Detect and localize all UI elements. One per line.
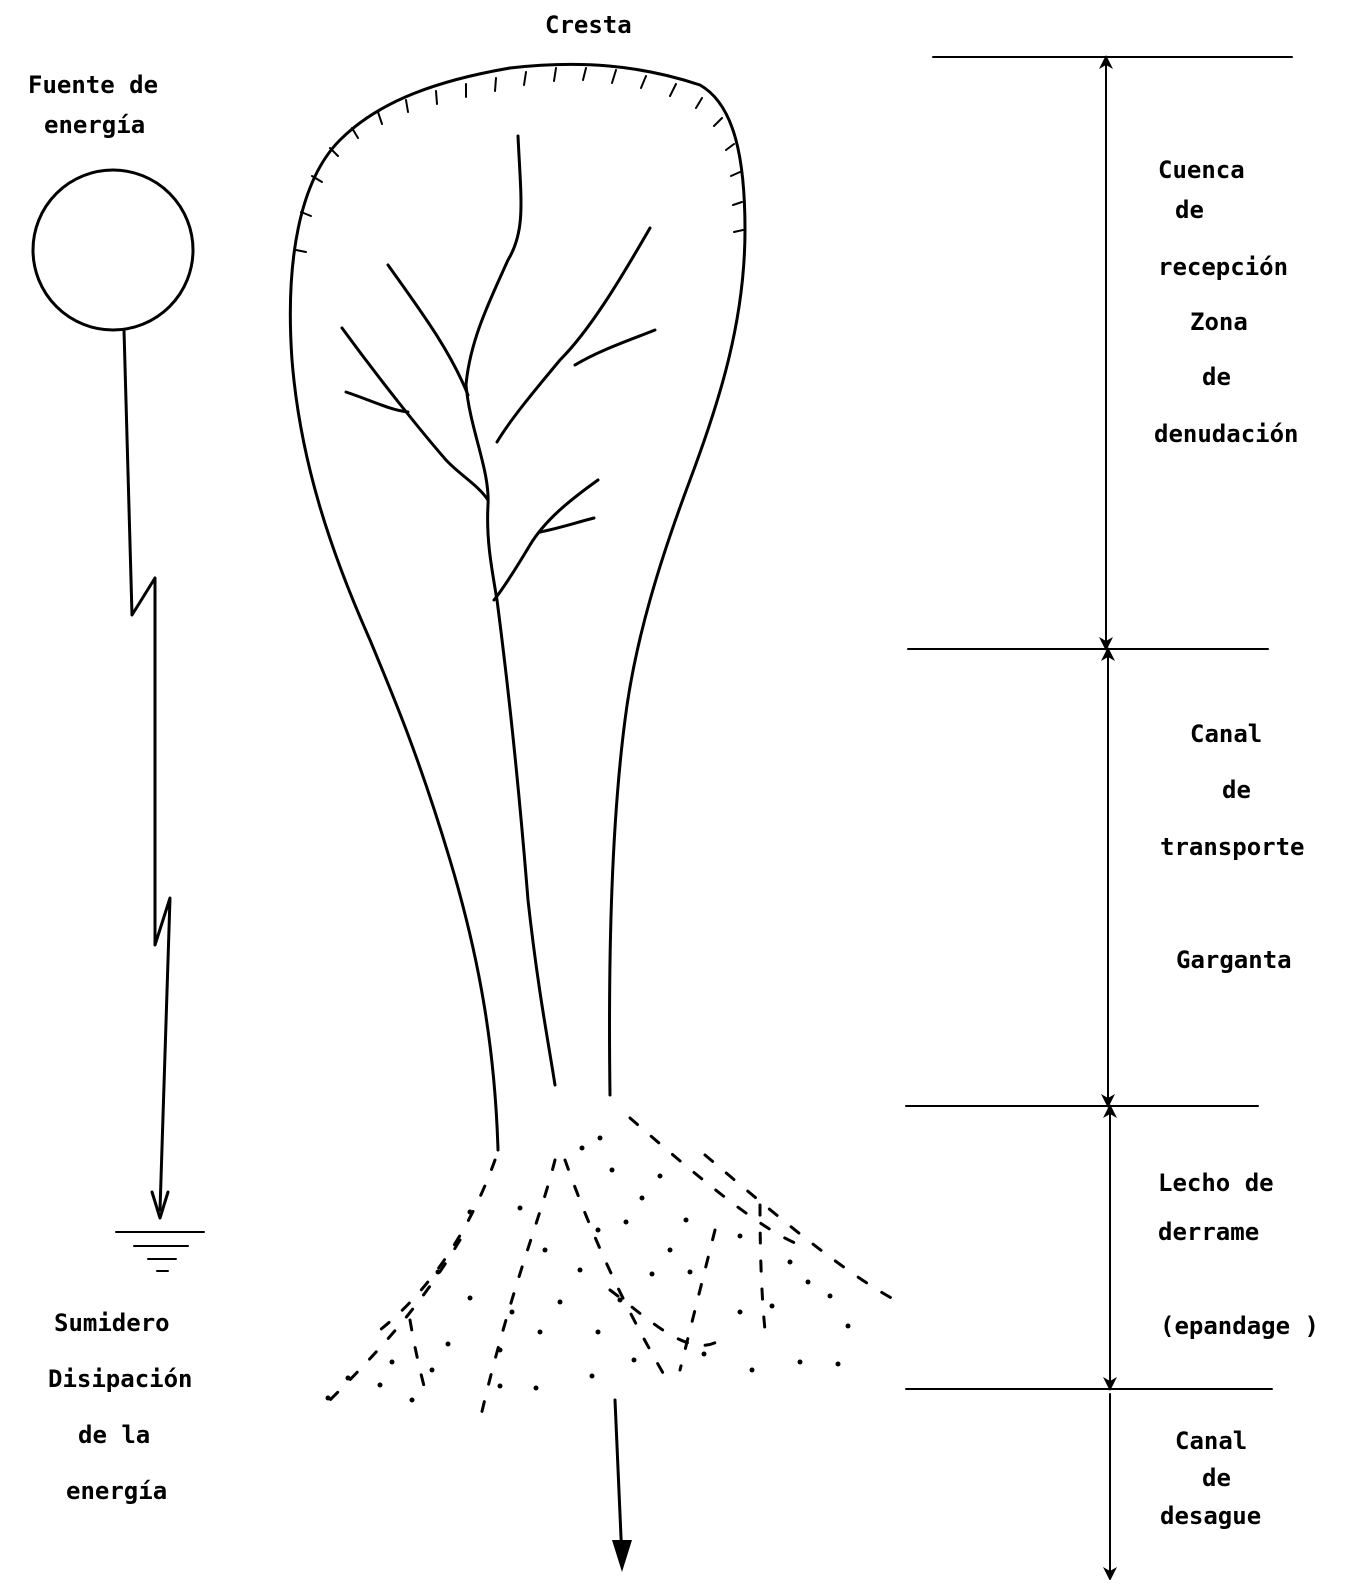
sink-label-line4: energía xyxy=(66,1477,167,1505)
tributary-1 xyxy=(388,265,468,395)
energy-source-circle xyxy=(33,170,193,330)
drain-label-line1: Canal xyxy=(1175,1427,1247,1455)
energy-source-label-line2: energía xyxy=(44,111,145,139)
reception-label-line5: de xyxy=(1202,363,1231,391)
transport-label-line3: transporte xyxy=(1160,833,1305,861)
energy-flow-line xyxy=(124,330,170,1210)
sink-label-line2: Disipación xyxy=(48,1365,193,1393)
transport-label-line2: de xyxy=(1222,776,1251,804)
energy-source-label-line1: Fuente de xyxy=(28,71,158,99)
sink-label-line1: Sumidero xyxy=(54,1309,170,1337)
reception-label-line1: Cuenca xyxy=(1158,156,1245,184)
tributary-4 xyxy=(497,228,650,442)
outlet-arrow-icon xyxy=(612,1540,632,1572)
transport-label-line4: Garganta xyxy=(1176,946,1292,974)
tributary-2 xyxy=(342,328,488,500)
fan-dots xyxy=(326,1136,851,1403)
main-channel xyxy=(466,136,555,1085)
drain-label-line2: de xyxy=(1202,1464,1231,1492)
crest-label: Cresta xyxy=(545,11,632,39)
tributary-6 xyxy=(494,480,598,600)
spill-label-line1: Lecho de xyxy=(1158,1169,1274,1197)
sink-label-line3: de la xyxy=(78,1421,150,1449)
sink-ground-icon xyxy=(116,1232,204,1271)
zone-scale xyxy=(906,57,1292,1574)
reception-label-line2: de xyxy=(1175,196,1204,224)
alluvial-fan xyxy=(330,1118,895,1420)
spill-label-line3: (epandage ) xyxy=(1160,1312,1319,1340)
reception-label-line6: denudación xyxy=(1154,420,1299,448)
outlet-flow-line xyxy=(615,1400,622,1560)
transport-label-line1: Canal xyxy=(1190,720,1262,748)
drain-label-line3: desague xyxy=(1160,1502,1261,1530)
basin-outline xyxy=(290,64,745,1150)
reception-label-line3: recepción xyxy=(1158,253,1288,281)
tributary-5 xyxy=(575,330,655,365)
spill-label-line2: derrame xyxy=(1158,1218,1259,1246)
reception-label-line4: Zona xyxy=(1190,308,1248,336)
